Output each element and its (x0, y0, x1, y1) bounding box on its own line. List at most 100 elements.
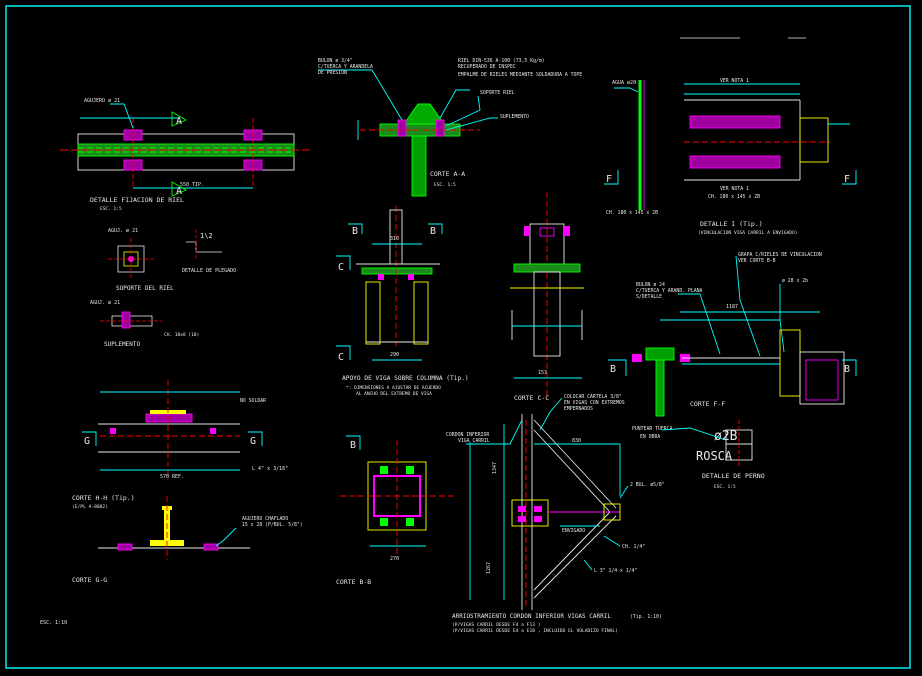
title-corte-hh: CORTE H-H (Tip.) (72, 494, 135, 502)
label-ch-detalle-i-1: CH. 180 x 145 x 2B (606, 210, 658, 216)
label-en-vigas: EN VIGAS CON EXTREMOS (564, 400, 625, 406)
label-chapa-28: ø 28 x 2b (782, 278, 808, 284)
title-detalle-riel: DETALLE FIJACION DE RIEL (90, 196, 184, 204)
dim-340-apoyo: 290 (390, 352, 399, 358)
label-ch-detalle-i-2: CH. 180 x 145 x 2B (708, 194, 760, 200)
section-hh: G G NO SOLDAR L 4" x 3/16" 570 REF. CORT… (72, 380, 288, 510)
label-colocar-cartela: COLOCAR CARTELA 3/8" (564, 394, 622, 400)
svg-text:B: B (352, 226, 358, 237)
label-presion: DE PRESION (318, 70, 347, 76)
label-tuerca-plana: C/TUERCA Y ARAND. PLANA (636, 288, 703, 294)
label-ver-nota-1: VER NOTA 1 (720, 78, 749, 84)
title-perno-scale: ESC. 1:5 (714, 484, 736, 490)
label-ch-14: CH. 1/4" (622, 544, 645, 550)
svg-text:F: F (606, 174, 612, 185)
dim-550-tip: 550 TIP. (180, 182, 204, 188)
label-riel-din: RIEL DIN-536 A-100 (73,5 Kg/m) (458, 58, 545, 64)
label-empernados: EMPERNADOS (564, 406, 593, 412)
label-agujero-soporte: AGUJ. ø 21 (108, 228, 138, 234)
section-mark-a1: A (176, 116, 182, 127)
subtitle-corte-hh: (E/PL A-8802) (72, 504, 108, 510)
section-mark-a2: A (176, 186, 182, 197)
detail-i: AGUA ø20 VER NOTA 1 VER NOTA 1 F F CH. 1… (604, 78, 857, 236)
detail-bolt: ø2B ROSCA PUNTEAR TUERCA EN OBRA DETALLE… (632, 420, 765, 490)
label-suplemento-aa: SUPLEMENTO (500, 114, 529, 120)
label-soporte-riel: SOPORTE RIEL (480, 90, 515, 96)
svg-text:G: G (250, 436, 256, 447)
section-aa: BULON ø 3/4" C/TUERCA Y ARANDELA DE PRES… (318, 58, 582, 197)
note-arriostramiento-1: (P/VIGAS CARRIL DESDE F4 a F13 ) (452, 622, 541, 628)
note-dim-1: *: DIMENSIONES A AJUSTAR DE ACUERDO (346, 385, 441, 391)
label-rosca: ROSCA (696, 449, 733, 463)
label-no-soldar: NO SOLDAR (240, 398, 266, 404)
section-cc: 153 CORTE C-C (510, 192, 584, 402)
title-arriostramiento: ARRIOSTRAMIENTO CORDON INFERIOR VIGAS CA… (452, 613, 611, 620)
label-bulon-24: BULON ø 24 (636, 282, 665, 288)
detail-beam-support: B B C C 310 290 APOYO DE VIGA SOBRE COLU… (336, 206, 469, 397)
title-perno: DETALLE DE PERNO (702, 472, 765, 480)
svg-text:B: B (610, 364, 616, 375)
detail-rail-fixing: A A AGUJERO ø 21 550 TIP. DETALLE FIJACI… (60, 98, 310, 212)
label-agujero-chaflado: AGUJERO CHAFLADO (242, 516, 288, 522)
svg-text:G: G (84, 436, 90, 447)
detail-rail-support: AGUJ. ø 21 SOPORTE DEL RIEL 1\2 DETALLE … (108, 228, 236, 292)
svg-text:F: F (844, 174, 850, 185)
note-arriostramiento-2: (P/VIGAS CARRIL DESDE E4 a E10 , INCLUID… (452, 628, 618, 634)
label-ver-corte-bb: VER CORTE B-B (738, 258, 776, 264)
label-bulones-2: 2 BUL. ø5/8" (630, 482, 665, 488)
label-envigado: ENVIGADO (562, 528, 585, 534)
title-arriostramiento-tip: (Tip. 1:10) (630, 614, 662, 620)
label-ver-nota-2: VER NOTA 1 (720, 186, 749, 192)
label-s-detalle: S/DETALLE (636, 294, 662, 300)
label-nota-ch: CH. 10x8 (10) (164, 332, 199, 338)
label-agujero-21: AGUJERO ø 21 (84, 98, 120, 104)
dim-1267: 1267 (486, 562, 492, 574)
dim-1187: 1187 (726, 304, 738, 310)
label-en-obra: EN OBRA (640, 434, 660, 440)
section-bb: B 270 CORTE B-B (336, 435, 454, 586)
subtitle-detalle-i: (VINCULACION VIGA CARRIL A ENVIGADO) (698, 230, 798, 236)
title-suplemento: SUPLEMENTO (104, 341, 141, 348)
label-riel-recuperado: RECUPERADO DE INSPEC (458, 64, 516, 70)
section-ff: B B 1187 BULON ø 24 C/TUERCA Y ARAND. PL… (608, 252, 857, 417)
label-agujero-dims: 15 x 28 (P/BUL. 5/8") (242, 522, 303, 528)
title-detalle-i: DETALLE I (Tip.) (700, 220, 763, 228)
label-l-3-14: L 3" 1/4 x 1/4" (594, 568, 637, 574)
title-detalle-riel-scale: ESC. 1:5 (100, 206, 122, 212)
label-puntear-tuerca: PUNTEAR TUERCA (632, 426, 673, 432)
title-apoyo: APOYO DE VIGA SOBRE COLUMNA (Tip.) (342, 375, 469, 382)
dim-153-cc: 153 (538, 370, 547, 376)
label-riel-empalme: EMPALME DE RIELES MEDIANTE SOLDADURA A T… (458, 72, 582, 78)
dim-830: 830 (572, 438, 581, 444)
title-corte-aa: CORTE A-A (430, 170, 465, 178)
svg-text:B: B (350, 440, 356, 451)
svg-text:1\2: 1\2 (200, 232, 213, 240)
title-plegado: DETALLE DE PLEGADO (182, 268, 236, 274)
dim-1347: 1347 (492, 462, 498, 474)
svg-text:C: C (338, 352, 344, 363)
sheet-scale: ESC. 1:10 (40, 620, 67, 626)
label-grapa: GRAPA C/RIELES DE VINCULACION (738, 252, 822, 258)
label-viga-carril: VIGA CARRIL (458, 438, 490, 444)
title-corte-aa-scale: ESC. 1:5 (434, 182, 456, 188)
label-agujero-suplemento: AGUJ. ø 21 (90, 300, 120, 306)
svg-text:C: C (338, 262, 344, 273)
drawing-border (5, 5, 911, 669)
svg-text:B: B (430, 226, 436, 237)
title-corte-gg: CORTE G-G (72, 576, 107, 584)
label-agua-20: AGUA ø20 (612, 80, 636, 86)
title-corte-cc: CORTE C-C (514, 394, 549, 402)
note-dim-2: AL ANCHO DEL EXTREMO DE VIGA (356, 391, 432, 397)
svg-text:B: B (844, 364, 850, 375)
dim-570-ref: 570 REF. (160, 474, 184, 480)
detail-suplemento: AGUJ. ø 21 CH. 10x8 (10) SUPLEMENTO (90, 300, 199, 348)
section-gg: AGUJERO CHAFLADO 15 x 28 (P/BUL. 5/8") C… (72, 496, 303, 584)
title-corte-bb: CORTE B-B (336, 578, 371, 586)
dim-270-bb: 270 (390, 556, 399, 562)
label-l-4-316: L 4" x 3/16" (252, 466, 288, 472)
label-bulon-34: BULON ø 3/4" (318, 58, 353, 64)
label-cordon-inferior: CORDON INFERIOR (446, 432, 489, 438)
detail-bracing: 1347 1267 830 CORDON INFERIOR VIGA CARRI… (446, 394, 665, 634)
title-corte-ff: CORTE F-F (690, 400, 725, 408)
